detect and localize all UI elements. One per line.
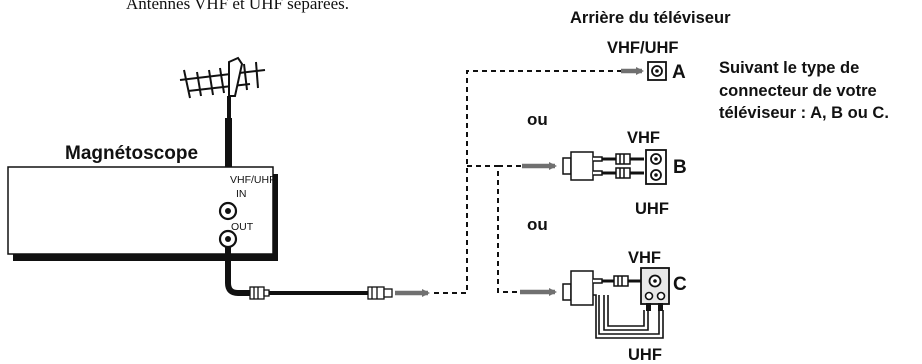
vcr-in-jack-icon bbox=[218, 201, 238, 221]
connector-b-letter: B bbox=[673, 157, 687, 178]
splitter-adapter-icon bbox=[562, 151, 644, 181]
connector-type-note: Suivant le type de connecteur de votre t… bbox=[719, 59, 889, 122]
dashed-route bbox=[434, 70, 621, 294]
connector-a-jack-icon bbox=[647, 61, 667, 81]
tv-back-label: Arrière du téléviseur bbox=[570, 9, 731, 27]
vcr-out-label: OUT bbox=[231, 221, 254, 233]
or-label-1: ou bbox=[527, 110, 548, 129]
connector-b-uhf-label: UHF bbox=[635, 200, 669, 218]
connector-c-uhf-label: UHF bbox=[628, 346, 662, 364]
connector-a-letter: A bbox=[672, 62, 686, 83]
connector-b-jack-panel-icon bbox=[645, 149, 667, 185]
splitter-adapter-icon bbox=[562, 270, 644, 306]
vcr-out-jack-icon bbox=[218, 229, 238, 249]
uhf-lead-cable bbox=[593, 294, 664, 339]
vcr-in-label: IN bbox=[236, 188, 247, 200]
connector-c-jack-panel-icon bbox=[640, 267, 670, 311]
plug-icon bbox=[249, 286, 270, 300]
connector-a-band-label: VHF/UHF bbox=[607, 39, 679, 57]
antenna-icon bbox=[179, 56, 266, 118]
top-cut-text: Antennes VHF et UHF séparées. bbox=[126, 0, 349, 13]
plug-icon bbox=[367, 286, 393, 300]
vcr-vhf-uhf-label: VHF/UHF bbox=[230, 174, 276, 186]
dashed-route-b bbox=[467, 165, 520, 293]
vcr-label: Magnétoscope bbox=[65, 143, 198, 164]
vcr-output-cable bbox=[225, 247, 250, 296]
antenna-cable bbox=[225, 118, 232, 206]
connector-c-vhf-label: VHF bbox=[628, 249, 661, 267]
connector-c-letter: C bbox=[673, 274, 687, 295]
or-label-2: ou bbox=[527, 215, 548, 234]
connector-b-vhf-label: VHF bbox=[627, 129, 660, 147]
